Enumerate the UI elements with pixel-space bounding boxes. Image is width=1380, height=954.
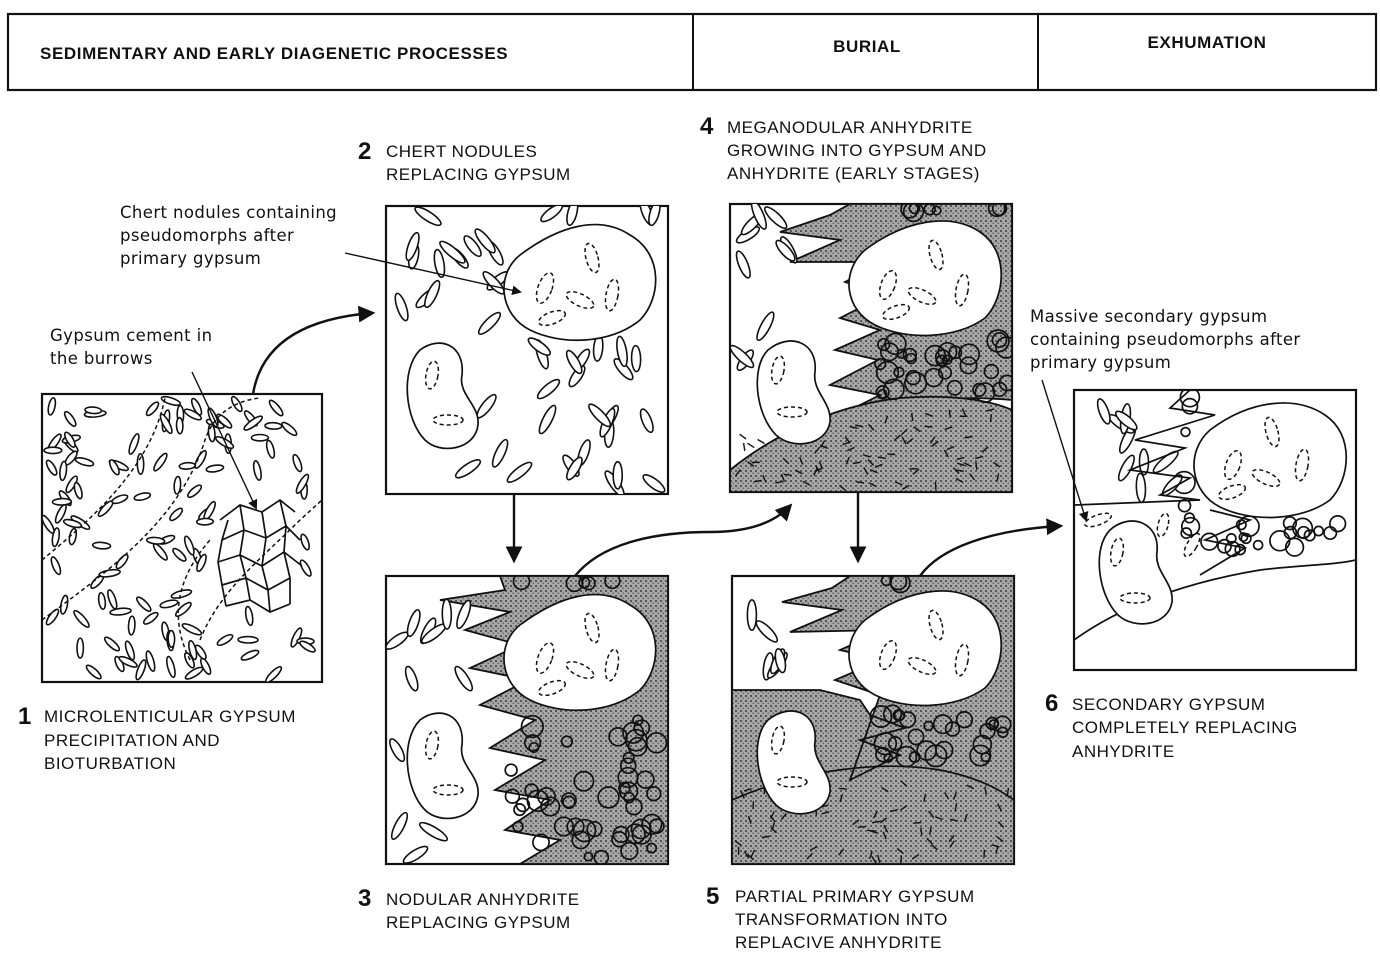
gypsum-lens xyxy=(442,599,452,629)
gypsum-lens xyxy=(613,462,622,489)
panel-5-caption-line: REPLACIVE ANHYDRITE xyxy=(735,933,942,952)
panel-3-number: 3 xyxy=(358,885,371,912)
panel-2-caption-line: REPLACING GYPSUM xyxy=(386,165,571,184)
annotation-line: Massive secondary gypsum xyxy=(1030,307,1267,326)
annotation-line: the burrows xyxy=(50,349,153,368)
anhydrite-lath xyxy=(784,474,792,475)
panel-4-caption-line: MEGANODULAR ANHYDRITE xyxy=(727,118,973,137)
panel-2-number: 2 xyxy=(358,138,371,165)
annotation-line: primary gypsum xyxy=(1030,353,1171,372)
panel-4-caption-line: ANHYDRITE (EARLY STAGES) xyxy=(727,164,980,183)
panel-2: 2 CHERT NODULES REPLACING GYPSUM xyxy=(358,138,668,499)
annotation-line: Chert nodules containing xyxy=(120,203,337,222)
panel-6-number: 6 xyxy=(1045,690,1058,717)
gypsum-lens xyxy=(85,407,102,415)
panel-6-caption-line: SECONDARY GYPSUM xyxy=(1072,695,1265,714)
gypsum-lens xyxy=(92,542,110,550)
panel-5-caption-line: TRANSFORMATION INTO xyxy=(735,910,948,929)
panel-3-caption-line: NODULAR ANHYDRITE xyxy=(386,890,580,909)
panel-2-caption-line: CHERT NODULES xyxy=(386,142,537,161)
panel-1-number: 1 xyxy=(18,703,31,730)
panel-6: 6 SECONDARY GYPSUM COMPLETELY REPLACING … xyxy=(1045,388,1356,761)
header-bar: SEDIMENTARY AND EARLY DIAGENETIC PROCESS… xyxy=(8,14,1376,90)
panel-1-caption-line: MICROLENTICULAR GYPSUM xyxy=(44,707,296,726)
panel-4: 4 MEGANODULAR ANHYDRITE GROWING INTO GYP… xyxy=(700,113,1017,492)
panel-1: 1 MICROLENTICULAR GYPSUM PRECIPITATION A… xyxy=(18,394,322,773)
gypsum-lens xyxy=(238,636,258,643)
gypsum-lens xyxy=(77,638,83,658)
anhydrite-lath xyxy=(921,828,922,836)
gypsum-lens xyxy=(197,518,214,525)
arrow-1-to-2 xyxy=(253,313,372,394)
panel-5-caption-line: PARTIAL PRIMARY GYPSUM xyxy=(735,887,975,906)
header-cell-exhumation: EXHUMATION xyxy=(1147,33,1266,52)
panel-5: 5 PARTIAL PRIMARY GYPSUM TRANSFORMATION … xyxy=(706,573,1014,952)
annotation-line: primary gypsum xyxy=(120,249,261,268)
panel-5-number: 5 xyxy=(706,883,719,910)
anhydrite-lath xyxy=(887,454,895,455)
gypsum-lens xyxy=(44,447,62,453)
anhydrite-lath xyxy=(867,830,875,831)
panel-4-caption-line: GROWING INTO GYPSUM AND xyxy=(727,141,987,160)
header-cell-sedimentary: SEDIMENTARY AND EARLY DIAGENETIC PROCESS… xyxy=(40,44,508,63)
panel-6-caption-line: COMPLETELY REPLACING xyxy=(1072,718,1298,737)
anhydrite-lath xyxy=(912,413,913,421)
anhydrite-lath xyxy=(901,856,902,864)
annotation-line: pseudomorphs after xyxy=(120,226,294,245)
gypsum-lens xyxy=(631,345,641,371)
arrow-5-to-6 xyxy=(920,526,1060,576)
annotation-line: Gypsum cement in xyxy=(50,326,212,345)
gypsum-lens xyxy=(52,498,71,505)
gypsum-lens xyxy=(265,422,282,429)
annotation-line: containing pseudomorphs after xyxy=(1030,330,1301,349)
gypsum-lens xyxy=(747,600,756,630)
panel-1-caption-line: PRECIPITATION AND xyxy=(44,731,220,750)
anhydrite-lath xyxy=(913,823,921,824)
anhydrite-lath xyxy=(991,414,992,422)
panel-3: 3 NODULAR ANHYDRITE REPLACING GYPSUM xyxy=(358,573,668,932)
anhydrite-lath xyxy=(839,788,847,789)
panel-4-number: 4 xyxy=(700,113,714,140)
gypsum-lens xyxy=(168,631,175,648)
gypsum-lens xyxy=(128,616,135,635)
panel-1-caption-line: BIOTURBATION xyxy=(44,754,176,773)
anhydrite-lath xyxy=(949,410,950,418)
anhydrite-lath xyxy=(858,827,866,828)
gypsum-lens xyxy=(179,462,195,470)
anhydrite-lath xyxy=(935,482,936,490)
panel-6-caption-line: ANHYDRITE xyxy=(1072,742,1175,761)
gypsum-lens xyxy=(251,435,268,441)
gypsum-lens xyxy=(176,418,183,434)
anhydrite-lath xyxy=(925,426,933,427)
header-cell-burial: BURIAL xyxy=(833,37,901,56)
arrow-3-to-4 xyxy=(575,506,790,576)
panel-3-caption-line: REPLACING GYPSUM xyxy=(386,913,571,932)
